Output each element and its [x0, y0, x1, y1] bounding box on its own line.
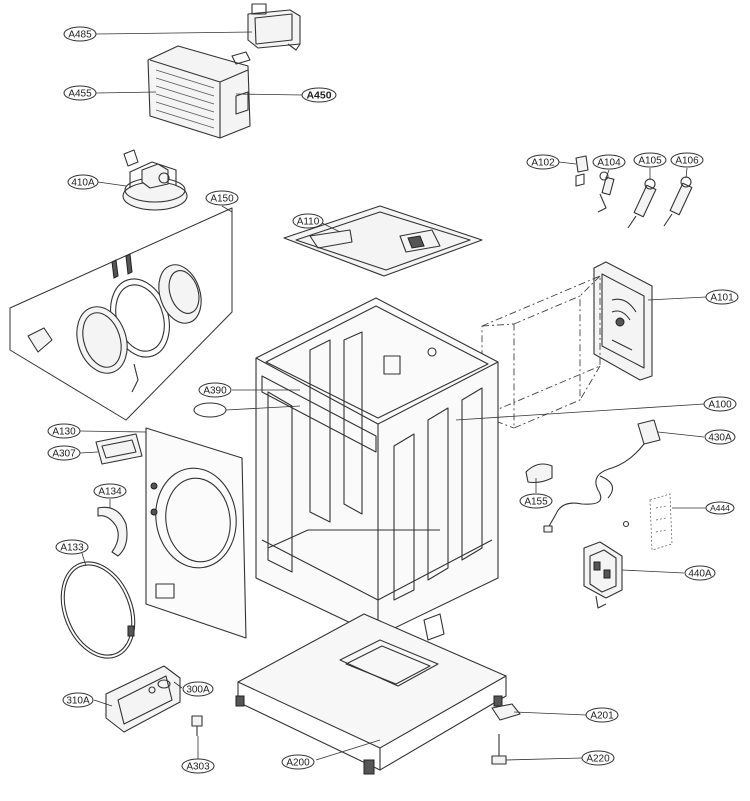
label-a307: A307	[47, 445, 81, 461]
part-a220-foot	[491, 734, 507, 765]
label-a155-text: A155	[524, 497, 548, 508]
label-430a-text: 430A	[708, 433, 732, 444]
label-a133-text: A133	[60, 543, 84, 554]
label-a101: A101	[705, 289, 739, 305]
label-a200: A200	[281, 754, 315, 770]
part-a303-screw	[191, 715, 203, 736]
label-a150-text: A150	[210, 194, 234, 205]
part-a201-bracket	[491, 703, 521, 721]
label-a220-text: A220	[586, 754, 610, 765]
label-a104-text: A104	[597, 158, 621, 169]
label-a101-text: A101	[710, 293, 734, 304]
label-a200-text: A200	[286, 758, 310, 769]
label-a444: A444	[705, 501, 735, 515]
label-a303: A303	[181, 758, 215, 774]
part-a101-back-panel	[593, 261, 653, 381]
label-a130: A130	[47, 423, 81, 439]
label-a100-text: A100	[708, 400, 732, 411]
label-a485: A485	[63, 26, 97, 42]
label-a201: A201	[585, 707, 619, 723]
part-a155-cap	[525, 463, 553, 484]
label-a105-text: A105	[638, 156, 662, 167]
label-a444-text: A444	[710, 503, 730, 513]
part-a444-bracket	[649, 493, 673, 551]
label-a100: A100	[703, 396, 737, 412]
label-a106-text: A106	[675, 156, 699, 167]
part-430a-power-cord	[543, 419, 661, 533]
label-a303-text: A303	[186, 762, 210, 773]
label-a134-text: A134	[98, 487, 122, 498]
part-a104-shock	[597, 171, 615, 213]
label-a485-text: A485	[68, 30, 92, 41]
label-a106: A106	[670, 152, 704, 168]
part-a307-dispenser	[95, 433, 143, 465]
label-a450: A450	[301, 87, 337, 103]
label-a102: A102	[526, 154, 560, 170]
label-a220: A220	[581, 750, 615, 766]
label-a130-text: A130	[52, 427, 76, 438]
part-a150-door-group	[9, 207, 233, 421]
part-a200-base	[235, 613, 507, 775]
part-a102-clip	[575, 155, 589, 187]
part-440a-main-pcb	[583, 520, 630, 609]
rear-reference-box	[481, 275, 601, 429]
label-440a-text: 440A	[688, 569, 712, 580]
part-a134-clip	[97, 506, 128, 557]
part-a106-damper	[663, 176, 693, 227]
label-a390: A390	[198, 382, 232, 398]
label-430a: 430A	[704, 429, 736, 445]
label-a104: A104	[592, 154, 626, 170]
part-a100-cabinet	[255, 297, 499, 637]
part-410a-pump	[122, 149, 188, 211]
label-a390-blank	[193, 402, 227, 418]
label-a201-text: A201	[590, 711, 614, 722]
part-310a-service-cover	[105, 665, 181, 733]
label-300a: 300A	[182, 681, 214, 697]
label-a102-text: A102	[531, 158, 555, 169]
label-a110: A110	[292, 213, 324, 229]
label-a155: A155	[519, 493, 553, 509]
part-a105-damper	[627, 178, 657, 229]
part-a130-front-panel	[145, 427, 247, 639]
label-a133: A133	[55, 539, 89, 555]
label-a450-text: A450	[306, 90, 331, 102]
label-a105: A105	[633, 152, 667, 168]
label-a390-text: A390	[203, 386, 227, 397]
part-a485-pcb-box	[247, 3, 301, 51]
label-a134: A134	[93, 483, 127, 499]
part-a133-gasket	[60, 561, 136, 659]
label-410a-text: 410A	[71, 178, 95, 189]
part-a110-top-plate	[283, 205, 483, 277]
part-a450-housing	[147, 45, 251, 139]
label-a455-text: A455	[68, 89, 92, 100]
label-440a: 440A	[684, 565, 716, 581]
label-300a-text: 300A	[186, 685, 210, 696]
label-410a: 410A	[67, 174, 99, 190]
label-a110-text: A110	[297, 217, 320, 228]
label-310a-text: 310A	[66, 696, 90, 707]
label-a150: A150	[205, 190, 239, 206]
label-310a: 310A	[62, 692, 94, 708]
label-a307-text: A307	[52, 449, 76, 460]
label-a455: A455	[63, 85, 97, 101]
